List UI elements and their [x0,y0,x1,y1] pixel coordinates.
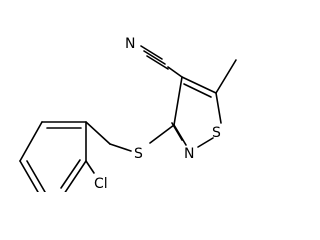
bond-ar3-ar4 [19,160,39,192]
isothiazole-ring [171,76,222,148]
bond-c3-s [149,124,175,144]
bond-ar5-ar6-inner [60,159,81,189]
nitrile-bond-c [146,55,169,70]
bond-ar2-ar3 [19,121,43,162]
bond-ch2-aryl [85,121,111,145]
bond-ar3-ar4-inner [26,160,46,192]
atom-label-thioether-s: S [134,146,143,162]
atom-label-nitrile-n: N [125,36,135,52]
bond-ar6-cl [85,160,95,174]
atom-label-ring-n: N [184,146,194,162]
nitrile-group [140,45,183,78]
bond-c5-s [215,92,222,124]
bond-c4-c5-inner [183,83,212,98]
bond-c4-cn [167,66,183,78]
bond-s-ch2 [109,143,132,152]
bond-ar5-ar6 [64,160,87,192]
chemical-structure: N S N S Cl [19,36,237,192]
bond-c3-c4 [173,76,183,126]
bond-c4-c5 [181,76,217,94]
atom-label-chloro: Cl [94,176,108,192]
nitrile-bond-b [140,45,163,60]
bond-s-n [197,137,214,148]
thioether-linkage [85,121,175,152]
benzene-ring [19,121,95,192]
nitrile-bond-a [143,50,166,65]
methyl-bond [215,59,237,94]
atom-label-ring-s: S [212,125,221,141]
